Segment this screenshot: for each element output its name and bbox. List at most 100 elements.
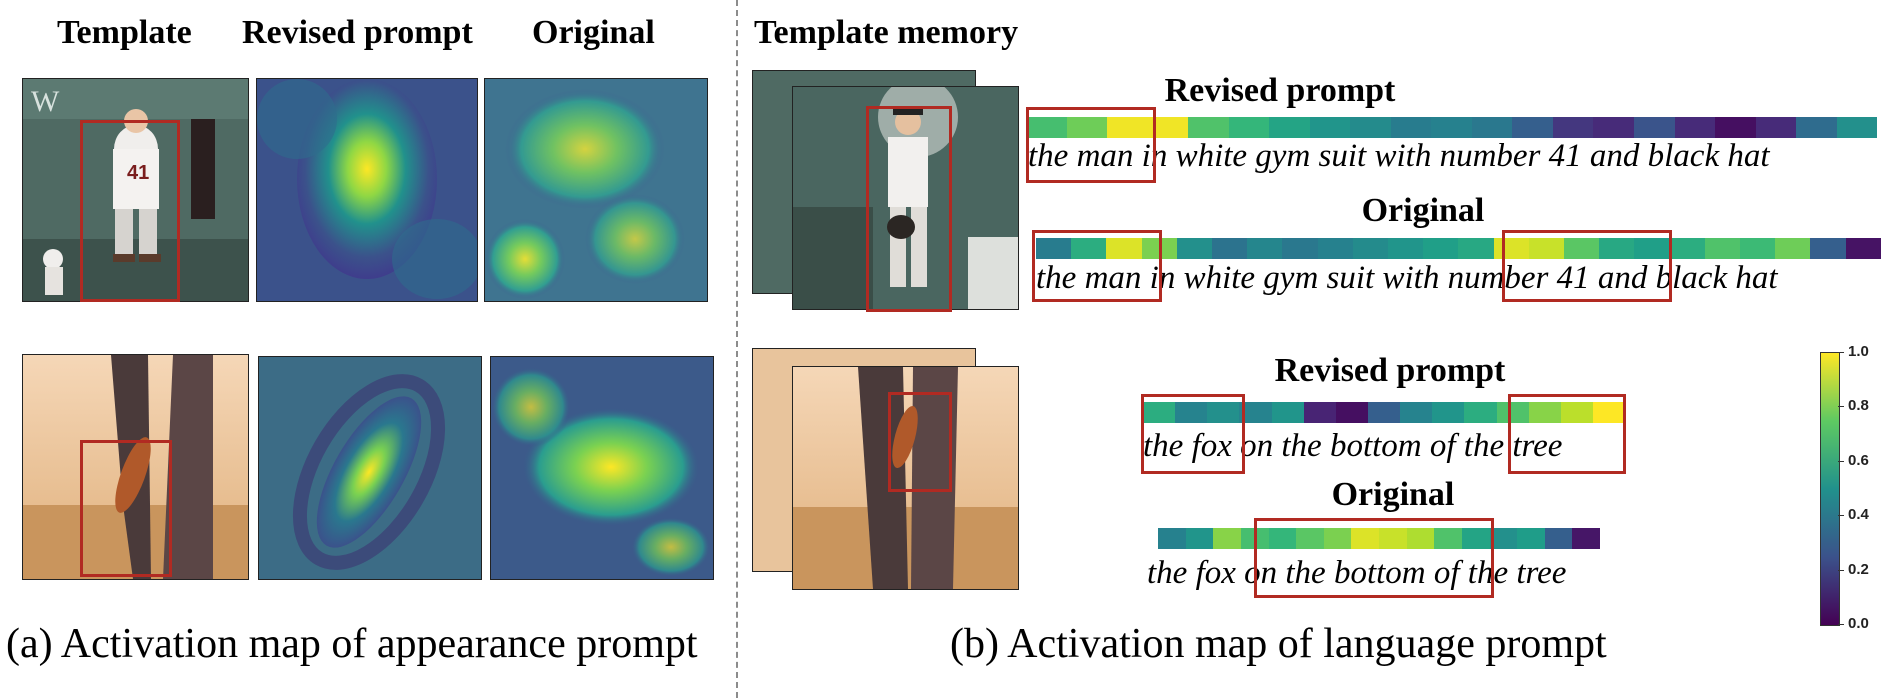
activation-cell bbox=[1296, 528, 1324, 549]
activation-cell bbox=[1704, 238, 1741, 259]
activation-cell bbox=[1323, 528, 1352, 549]
colorbar-tick-label: 0.2 bbox=[1848, 560, 1869, 578]
activation-cell bbox=[1212, 238, 1248, 259]
caption-a: (a) Activation map of appearance prompt bbox=[6, 621, 698, 667]
target-box bbox=[80, 120, 180, 302]
activation-cell bbox=[1715, 117, 1756, 138]
colorbar-tick-label: 0.4 bbox=[1848, 506, 1869, 524]
activation-cell bbox=[1175, 402, 1208, 423]
target-box bbox=[80, 440, 172, 577]
ex2-revised-box-the-tree bbox=[1508, 394, 1626, 474]
activation-cell bbox=[1674, 117, 1716, 138]
activation-cell bbox=[1496, 402, 1529, 423]
activation-cell bbox=[1432, 402, 1465, 423]
activation-cell bbox=[1026, 117, 1067, 138]
colorbar-tick-label: 1.0 bbox=[1848, 343, 1869, 360]
activation-cell bbox=[1247, 238, 1283, 259]
fox-revised-activation-map bbox=[258, 356, 482, 580]
activation-cell bbox=[1599, 238, 1635, 259]
activation-cell bbox=[1335, 402, 1368, 423]
activation-cell bbox=[1379, 528, 1407, 549]
activation-cell bbox=[1423, 238, 1459, 259]
activation-cell bbox=[1552, 117, 1594, 138]
activation-cell bbox=[1634, 238, 1670, 259]
ex1-original-box-the-man bbox=[1032, 230, 1162, 302]
activation-cell bbox=[1317, 238, 1353, 259]
activation-cell bbox=[1147, 117, 1189, 138]
ex2-original-sentence: the fox on the bottom of the tree bbox=[1147, 555, 1567, 591]
ex2-original-box-on-the-bottom-of bbox=[1254, 518, 1494, 598]
activation-cell bbox=[1845, 238, 1881, 259]
activation-cell bbox=[1071, 238, 1107, 259]
activation-cell bbox=[1810, 238, 1846, 259]
colorbar-tick-mark bbox=[1838, 569, 1844, 571]
svg-text:W: W bbox=[31, 85, 60, 118]
activation-cell bbox=[1143, 402, 1176, 423]
ex1-revised-box-the-man bbox=[1026, 107, 1156, 183]
header-revised-prompt: Revised prompt bbox=[242, 14, 473, 51]
colorbar-tick-label: 0.8 bbox=[1848, 397, 1869, 415]
activation-cell bbox=[1464, 402, 1497, 423]
colorbar-tick-mark bbox=[1838, 515, 1844, 517]
activation-cell bbox=[1400, 402, 1433, 423]
jersey-number-text: 41 bbox=[127, 162, 149, 184]
fox-template-image bbox=[22, 354, 249, 580]
activation-cell bbox=[1431, 117, 1472, 138]
ex2-revised-title: Revised prompt bbox=[1274, 352, 1506, 389]
activation-cell bbox=[1592, 402, 1626, 423]
baseball-original-activation-map bbox=[484, 78, 708, 302]
baseball-memory-front bbox=[792, 86, 1019, 310]
baseball-revised-activation-map bbox=[256, 78, 478, 302]
activation-cell bbox=[1239, 402, 1272, 423]
activation-cell bbox=[1564, 238, 1600, 259]
activation-cell bbox=[1176, 238, 1213, 259]
fox-memory-front bbox=[792, 366, 1019, 590]
ex2-revised-activation-strip bbox=[1143, 402, 1626, 423]
activation-cell bbox=[1633, 117, 1675, 138]
activation-cell bbox=[1593, 117, 1634, 138]
activation-cell bbox=[1107, 117, 1148, 138]
ex1-revised-activation-strip bbox=[1026, 117, 1878, 138]
activation-cell bbox=[1185, 528, 1214, 549]
activation-cell bbox=[1796, 117, 1837, 138]
activation-cell bbox=[1271, 402, 1304, 423]
activation-cell bbox=[1367, 402, 1401, 423]
activation-cell bbox=[1282, 238, 1318, 259]
caption-b: (b) Activation map of language prompt bbox=[950, 621, 1607, 667]
panel-divider bbox=[736, 0, 738, 698]
memory-target-box bbox=[866, 106, 952, 312]
activation-cell bbox=[1158, 528, 1186, 549]
colorbar-tick-mark bbox=[1838, 624, 1844, 625]
ex2-original-title: Original bbox=[1331, 476, 1455, 513]
activation-cell bbox=[1406, 528, 1435, 549]
header-original: Original bbox=[532, 14, 655, 51]
activation-cell bbox=[1528, 402, 1561, 423]
baseball-template-image: W 41 bbox=[22, 78, 249, 302]
activation-cell bbox=[1268, 528, 1297, 549]
colorbar bbox=[1820, 352, 1840, 626]
activation-cell bbox=[1740, 238, 1776, 259]
header-template: Template bbox=[57, 14, 192, 51]
ex1-original-title: Original bbox=[1361, 192, 1485, 229]
activation-cell bbox=[1207, 402, 1240, 423]
activation-cell bbox=[1461, 528, 1490, 549]
activation-cell bbox=[1351, 528, 1379, 549]
ex1-revised-title: Revised prompt bbox=[1164, 72, 1396, 109]
activation-cell bbox=[1471, 117, 1513, 138]
ex2-revised-box-the-fox bbox=[1141, 394, 1245, 474]
ex1-original-box-number-41 bbox=[1502, 230, 1672, 302]
activation-cell bbox=[1572, 528, 1600, 549]
activation-cell bbox=[1669, 238, 1705, 259]
activation-cell bbox=[1213, 528, 1241, 549]
activation-cell bbox=[1350, 117, 1391, 138]
ex1-revised-sentence: the man in white gym suit with number 41… bbox=[1028, 138, 1770, 174]
activation-cell bbox=[1458, 238, 1494, 259]
colorbar-tick-label: 0.0 bbox=[1848, 615, 1869, 632]
activation-cell bbox=[1434, 528, 1462, 549]
activation-cell bbox=[1544, 528, 1573, 549]
memory-target-box bbox=[888, 392, 952, 492]
colorbar-tick-mark bbox=[1838, 352, 1844, 353]
colorbar-tick-mark bbox=[1838, 406, 1844, 408]
activation-cell bbox=[1512, 117, 1553, 138]
colorbar-tick-label: 0.6 bbox=[1848, 451, 1869, 469]
